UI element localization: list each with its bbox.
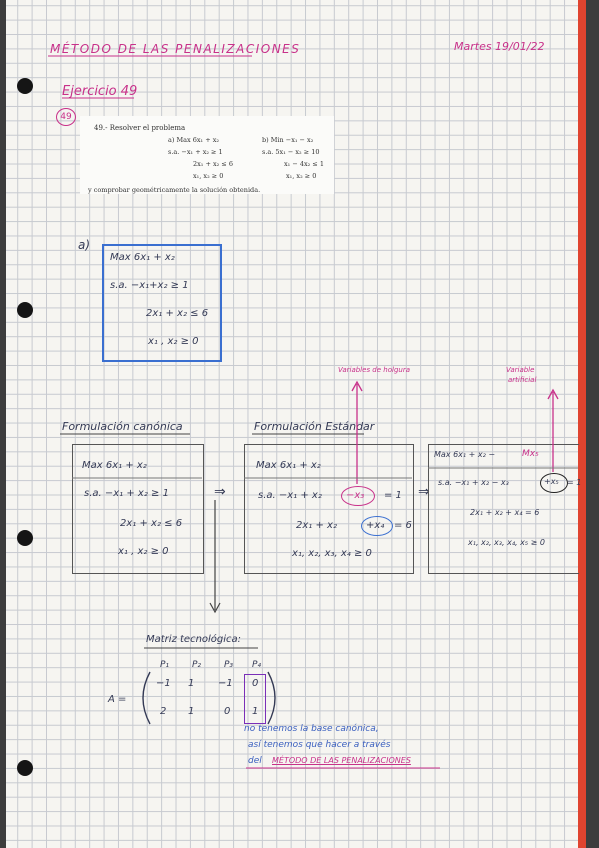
matrix-cell: 1	[188, 678, 195, 689]
standard-box	[244, 444, 414, 574]
matrix-header-p2: P₂	[192, 660, 202, 670]
exercise-number-circle: 49	[56, 108, 76, 126]
part-a-constraint-2: 2x₁ + x₂ ≤ 6	[146, 308, 209, 319]
standard-constraint-1-rhs: = 1	[384, 490, 402, 501]
canonical-constraint-1: s.a. −x₁ + x₂ ≥ 1	[84, 488, 169, 499]
standard-objective: Max 6x₁ + x₂	[256, 460, 321, 471]
binder-hole	[17, 530, 33, 546]
binder-hole	[17, 78, 33, 94]
part-a-constraint-1: s.a. −x₁+x₂ ≥ 1	[110, 280, 189, 291]
standard-title: Formulación Estándar	[254, 420, 375, 433]
implies-arrow-2: ⇒	[418, 484, 430, 500]
penalized-objective: Max 6x₁ + x₂ −	[434, 450, 496, 459]
part-a-label: a)	[78, 238, 91, 252]
canonical-objective: Max 6x₁ + x₂	[82, 460, 147, 471]
problem-a-constraint-3: x₁, x₂ ≥ 0	[193, 172, 224, 180]
slack-x4-circle	[361, 516, 393, 536]
matrix-header-p1: P₁	[160, 660, 170, 670]
matrix-cell: 1	[252, 706, 259, 717]
problem-a-objective: a) Max 6x₁ + x₂	[168, 136, 219, 144]
penalized-constraint-2: 2x₁ + x₂ + x₄ = 6	[470, 508, 540, 517]
problem-b-constraint-3: x₁, x₂ ≥ 0	[286, 172, 317, 180]
slack-arrow-head	[351, 380, 363, 392]
matrix-cell: 0	[252, 678, 259, 689]
conclusion-line-3-prefix: del	[248, 756, 262, 766]
matrix-cell: −1	[218, 678, 233, 689]
printed-problem-card	[80, 116, 334, 194]
conclusion-line-1: no tenemos la base canónica,	[244, 724, 379, 734]
conclusion-method-name: MÉTODO DE LAS PENALIZACIONES	[272, 756, 411, 765]
penalized-box	[428, 444, 579, 574]
binder-hole	[17, 302, 33, 318]
part-a-constraint-3: x₁ , x₂ ≥ 0	[148, 336, 199, 347]
problem-a-constraint-1: s.a. −x₁ + x₂ ≥ 1	[168, 148, 223, 156]
penalized-constraint-1: s.a. −x₁ + x₂ − x₃	[438, 478, 509, 487]
standard-constraint-3: x₁, x₂, x₃, x₄ ≥ 0	[292, 548, 372, 559]
matrix-arrow-head	[209, 602, 221, 614]
problem-b-objective: b) Min −x₁ − x₂	[262, 136, 314, 144]
slack-x3-circle	[341, 486, 375, 506]
identity-column-box	[244, 674, 266, 724]
page-date: Martes 19/01/22	[454, 40, 545, 53]
matrix-cell: −1	[156, 678, 171, 689]
problem-a-constraint-2: 2x₁ + x₂ ≤ 6	[193, 160, 233, 168]
standard-constraint-2-rhs: = 6	[394, 520, 412, 531]
matrix-left-bracket	[142, 671, 151, 725]
implies-arrow-1: ⇒	[214, 484, 226, 500]
part-a-box	[102, 244, 222, 362]
penalized-m-term: Mx₅	[522, 449, 539, 459]
problem-footer: y comprobar geométricamente la solución …	[88, 186, 261, 194]
note-artificial-2: artificial	[508, 376, 537, 384]
note-slack-variables: Variables de holgura	[338, 366, 410, 374]
matrix-title: Matriz tecnológica:	[146, 634, 242, 645]
conclusion-line-2: así tenemos que hacer a través	[248, 740, 391, 750]
artificial-x5-circle	[540, 473, 568, 493]
note-artificial-1: Variable	[506, 366, 535, 374]
matrix-header-p3: P₃	[224, 660, 234, 670]
penalized-constraint-3: x₁, x₂, x₃, x₄, x₅ ≥ 0	[468, 538, 545, 547]
matrix-header-p4: P₄	[252, 660, 262, 670]
canonical-constraint-3: x₁ , x₂ ≥ 0	[118, 546, 169, 557]
binder-hole	[17, 760, 33, 776]
standard-constraint-1: s.a. −x₁ + x₂	[258, 490, 322, 501]
matrix-right-bracket	[267, 671, 276, 725]
problem-b-constraint-1: s.a. 5x₁ − x₂ ≥ 10	[262, 148, 320, 156]
part-a-objective: Max 6x₁ + x₂	[110, 252, 175, 263]
standard-constraint-2: 2x₁ + x₂	[296, 520, 337, 531]
matrix-lhs: A =	[108, 694, 127, 705]
exercise-label: Ejercicio 49	[62, 84, 138, 99]
artificial-arrow-head	[547, 388, 559, 400]
canonical-title: Formulación canónica	[62, 420, 183, 433]
problem-statement: 49.- Resolver el problema	[94, 124, 186, 132]
matrix-cell: 2	[160, 706, 167, 717]
page-title: MÉTODO DE LAS PENALIZACIONES	[50, 42, 301, 56]
canonical-constraint-2: 2x₁ + x₂ ≤ 6	[120, 518, 183, 529]
exercise-number: 49	[60, 112, 72, 122]
canonical-box	[72, 444, 204, 574]
matrix-cell: 1	[188, 706, 195, 717]
problem-b-constraint-2: x₁ − 4x₂ ≤ 1	[284, 160, 324, 168]
penalized-constraint-1-rhs: = 1	[567, 478, 582, 487]
page-edge-band	[578, 0, 586, 848]
matrix-cell: 0	[224, 706, 231, 717]
